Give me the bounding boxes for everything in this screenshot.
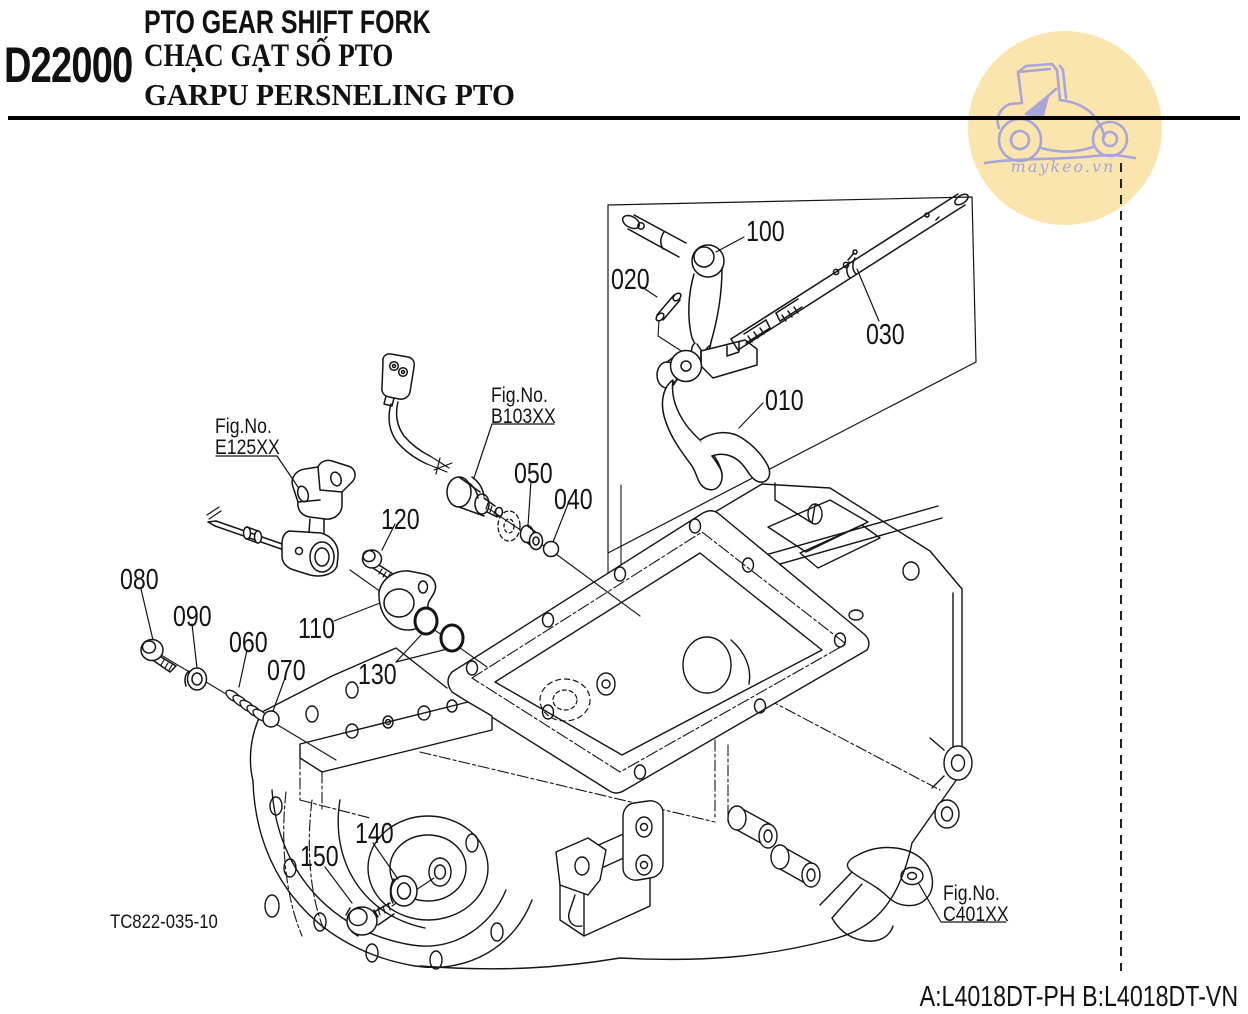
washer-140-drawing bbox=[389, 875, 418, 907]
part-label-150: 150 bbox=[300, 841, 339, 873]
watermark-logo: maykeo.vn bbox=[968, 31, 1162, 225]
fig-ref-e125xx: Fig.No. E125XX bbox=[215, 416, 280, 458]
ball-070-drawing bbox=[262, 710, 280, 728]
part-label-020: 020 bbox=[611, 264, 650, 296]
fig-ref-b103xx: Fig.No. B103XX bbox=[491, 385, 556, 427]
part-label-010: 010 bbox=[765, 385, 804, 417]
model-applicability: A:L4018DT-PH B:L4018DT-VN bbox=[919, 981, 1238, 1013]
part-label-090: 090 bbox=[173, 601, 212, 633]
part-label-130: 130 bbox=[358, 659, 397, 691]
fig-ref-c401xx: Fig.No. C401XX bbox=[943, 883, 1009, 925]
fig-ref-prefix: Fig.No. bbox=[491, 384, 548, 407]
ball-040-drawing bbox=[542, 540, 560, 558]
o-rings-drawing bbox=[413, 606, 465, 653]
washer-090-drawing bbox=[184, 667, 208, 691]
header-divider bbox=[8, 116, 1240, 120]
page-title-indonesian: GARPU PERSNELING PTO bbox=[144, 77, 515, 112]
part-label-060: 060 bbox=[229, 627, 268, 659]
part-label-110: 110 bbox=[298, 613, 335, 645]
part-label-080: 080 bbox=[120, 564, 159, 596]
part-label-030: 030 bbox=[866, 319, 905, 351]
fig-ref-prefix: Fig.No. bbox=[943, 882, 1000, 905]
fig-ref-code: E125XX bbox=[215, 436, 280, 459]
watermark-text: maykeo.vn bbox=[1011, 157, 1116, 176]
part-label-070: 070 bbox=[267, 655, 306, 687]
spring-060-drawing bbox=[225, 689, 268, 722]
fig-ref-code: B103XX bbox=[491, 405, 556, 428]
shift-lever-arm-drawing bbox=[621, 214, 725, 363]
shift-fork-drawing bbox=[656, 339, 771, 491]
part-label-120: 120 bbox=[381, 504, 420, 536]
spring-pin-drawing bbox=[655, 292, 687, 355]
sensor-switch-drawing bbox=[381, 353, 504, 518]
transmission-case-drawing bbox=[249, 482, 973, 970]
part-label-100: 100 bbox=[746, 216, 785, 248]
bushing-050-drawing bbox=[519, 524, 544, 551]
page-title-vietnamese: CHẠC GẠT SỐ PTO bbox=[144, 38, 394, 74]
bolt-120-drawing bbox=[361, 549, 397, 582]
section-code: D22000 bbox=[4, 37, 133, 93]
fig-ref-prefix: Fig.No. bbox=[215, 415, 272, 438]
page-title: PTO GEAR SHIFT FORK bbox=[144, 4, 431, 40]
plug-bolt-080-drawing bbox=[140, 638, 177, 673]
washer-dashed-drawing bbox=[497, 510, 521, 542]
part-label-140: 140 bbox=[355, 818, 394, 850]
part-label-040: 040 bbox=[554, 484, 593, 516]
part-label-050: 050 bbox=[514, 458, 553, 490]
fig-ref-code: C401XX bbox=[943, 903, 1009, 926]
bracket-assembly-drawing bbox=[206, 459, 356, 577]
shift-shaft-drawing bbox=[730, 193, 969, 351]
drawing-number: TC822-035-10 bbox=[110, 912, 218, 933]
bolt-150-drawing bbox=[345, 902, 395, 937]
leader-lines bbox=[140, 236, 1007, 923]
